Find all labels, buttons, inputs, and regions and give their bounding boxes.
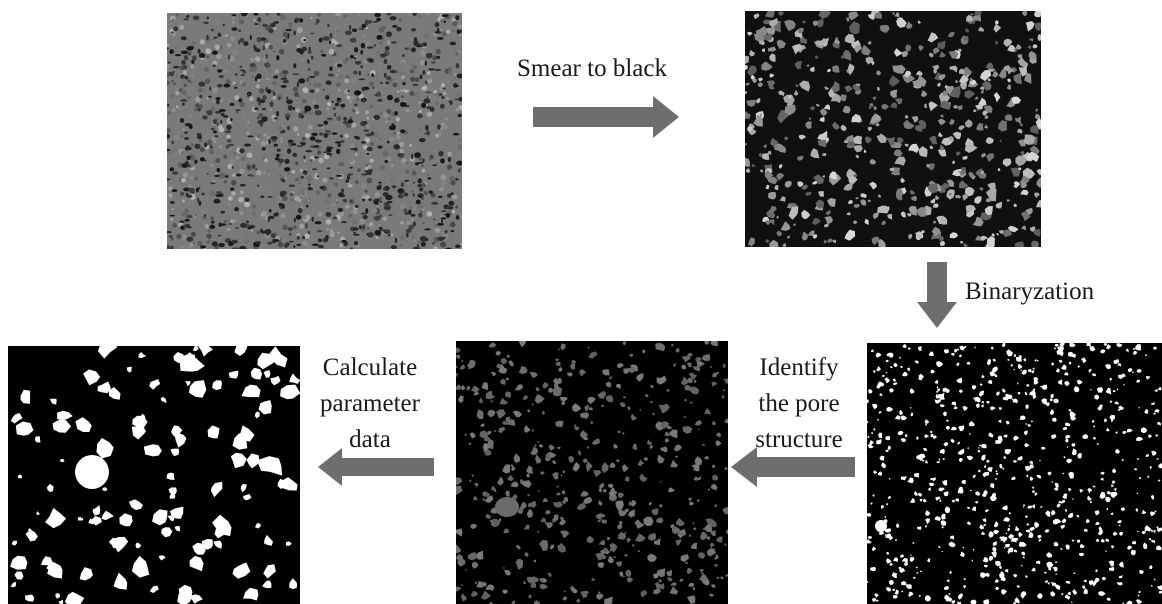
smeared-image [745, 11, 1041, 247]
arrow-right-icon [533, 96, 679, 138]
sem-micrograph-image [167, 13, 462, 249]
arrow-down-icon [917, 262, 957, 328]
identify-pore-structure-label: Identify the pore structure [755, 354, 843, 453]
binarized-image [867, 343, 1162, 604]
pore-structure-image [456, 341, 728, 604]
arrow-left-icon [731, 447, 855, 487]
smear-to-black-label: Smear to black [517, 55, 667, 82]
parameter-image [8, 346, 300, 604]
calculate-parameter-data-label: Calculate parameter data [320, 354, 420, 453]
arrow-left-icon [318, 448, 434, 486]
binaryzation-label: Binaryzation [965, 278, 1095, 305]
